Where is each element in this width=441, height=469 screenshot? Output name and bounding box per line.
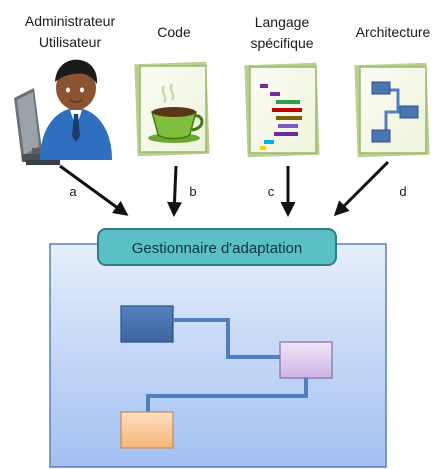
manager-title: Gestionnaire d'adaptation xyxy=(132,240,303,257)
arrow-a xyxy=(59,164,129,216)
architecture-boxes-icon xyxy=(354,62,430,158)
component-box-purple xyxy=(279,341,333,379)
source-label-user-line2: Utilisateur xyxy=(39,34,102,50)
source-label-dsl-line2: spécifique xyxy=(250,35,313,51)
arrows xyxy=(59,160,390,217)
user-at-computer-icon xyxy=(14,59,112,165)
component-box-orange xyxy=(120,411,174,449)
arrow-b xyxy=(167,165,182,217)
edge-label-c: c xyxy=(268,184,275,199)
connector-purple-to-orange xyxy=(146,376,308,414)
component-box-blue xyxy=(120,305,174,343)
source-label-code: Code xyxy=(157,24,191,40)
connector-blue-to-purple xyxy=(174,318,280,359)
source-label-dsl-line1: Langage xyxy=(255,14,310,30)
source-label-architecture: Architecture xyxy=(356,24,431,40)
edge-label-a: a xyxy=(69,184,77,199)
edge-label-d: d xyxy=(399,184,406,199)
colored-code-lines-icon xyxy=(244,62,320,158)
edge-label-b: b xyxy=(189,184,196,199)
source-label-user-line1: Administrateur xyxy=(25,13,116,29)
adaptation-manager-panel: Gestionnaire d'adaptation xyxy=(49,228,387,468)
arrow-d xyxy=(333,160,390,217)
manager-title-badge xyxy=(97,228,337,266)
coffee-cup-icon xyxy=(134,61,210,157)
